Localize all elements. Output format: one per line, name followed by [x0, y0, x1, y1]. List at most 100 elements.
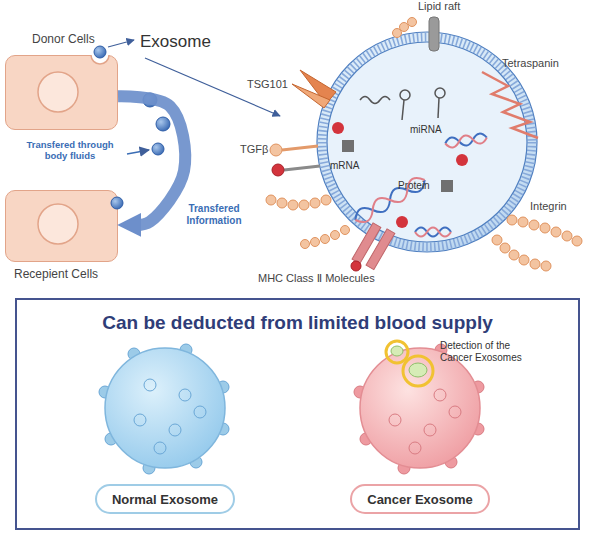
- integrin-bead: [540, 223, 550, 233]
- integrin-bead: [492, 235, 502, 245]
- exosome-membrane: [317, 32, 537, 252]
- surface-bump: [360, 433, 372, 445]
- bead: [266, 195, 276, 205]
- surface-pit: [194, 406, 206, 418]
- small-exosome: [156, 117, 170, 131]
- small-exosome: [152, 143, 164, 155]
- protein-square: [342, 140, 354, 152]
- bead: [321, 235, 330, 244]
- bead: [310, 198, 320, 208]
- detection-ring: [386, 341, 408, 363]
- normal-exosome-symbol: [105, 348, 225, 468]
- mrna-helix: [352, 174, 428, 226]
- surface-bump: [472, 423, 484, 435]
- budding-notch: [91, 55, 109, 64]
- part-label: MHC Class Ⅱ Molecules: [258, 272, 375, 285]
- pill-text: Cancer Exosome: [367, 492, 473, 507]
- detection-ring: [403, 356, 433, 386]
- integrin-bead: [518, 217, 528, 227]
- cell-nucleus: [38, 72, 78, 112]
- bead: [341, 226, 350, 235]
- integrin-bead: [541, 261, 551, 271]
- integrin-bead: [500, 243, 510, 253]
- exosome-lumen: [327, 42, 527, 242]
- helix-strand: [445, 133, 488, 149]
- surface-bump: [128, 348, 140, 360]
- surface-pit: [449, 406, 461, 418]
- tsg101-symbol: [292, 84, 330, 108]
- small-exosome: [111, 197, 123, 209]
- helix-strand: [445, 133, 488, 149]
- surface-bump: [143, 462, 155, 474]
- surface-bump: [472, 381, 484, 393]
- surface-pit: [424, 424, 436, 436]
- surface-bump: [99, 386, 111, 398]
- bead: [277, 198, 287, 208]
- flow-arrow: [118, 96, 185, 225]
- cargo-dot: [456, 154, 468, 166]
- bead: [408, 18, 417, 27]
- tgf-symbol: [272, 164, 284, 176]
- part-label: miRNA: [410, 124, 442, 136]
- lipid-bilayer: [322, 37, 532, 247]
- cell-label: Recepient Cells: [14, 267, 98, 281]
- part-label: TSG101: [247, 78, 288, 91]
- mirna-loop: [435, 88, 445, 98]
- helix-strand: [352, 174, 428, 226]
- edge-label: Transfered Information: [178, 203, 250, 226]
- panel-title: Can be deducted from limited blood suppl…: [17, 312, 578, 334]
- cell-box: Recepient Cells: [5, 190, 118, 262]
- bead: [321, 195, 331, 205]
- helix-strand: [352, 174, 428, 226]
- integrin-bead: [519, 255, 529, 265]
- surface-bump: [445, 456, 457, 468]
- tsg101-symbol: [300, 70, 336, 104]
- part-label: Exosome: [140, 32, 211, 52]
- surface-pit: [144, 379, 156, 391]
- pill-label: Cancer Exosome: [350, 484, 490, 514]
- membrane-gap: [91, 54, 109, 57]
- integrin-bead: [572, 236, 582, 246]
- bead: [301, 240, 310, 249]
- cargo-dot: [396, 216, 408, 228]
- flow-note: Transfered through body fluids: [14, 140, 126, 162]
- part-label: TGFβ: [240, 143, 268, 156]
- tgf-symbol: [270, 144, 282, 156]
- pointer-arrow: [127, 150, 149, 154]
- cargo-dot: [332, 122, 344, 134]
- part-label: Tetraspanin: [502, 57, 559, 70]
- cancer-marker: [409, 363, 427, 377]
- mhc-symbol: [352, 223, 381, 264]
- tgf-stalk: [282, 146, 318, 150]
- surface-pit: [169, 424, 181, 436]
- surface-bump: [217, 381, 229, 393]
- pill-text: Normal Exosome: [112, 492, 218, 507]
- pill-label: Normal Exosome: [95, 484, 235, 514]
- mirna-loop: [400, 90, 410, 100]
- cancer-exosome-symbol: [360, 348, 480, 468]
- mirna-stem: [438, 98, 439, 118]
- surface-bump: [190, 456, 202, 468]
- edge-group: [118, 96, 185, 225]
- surface-bump: [180, 344, 192, 356]
- integrin-bead: [562, 231, 572, 241]
- protein-square: [441, 180, 453, 192]
- integrin-bead: [529, 220, 539, 230]
- surface-pit: [134, 414, 146, 426]
- bead: [400, 23, 409, 32]
- bead: [331, 231, 340, 240]
- surface-pit: [409, 442, 421, 454]
- part-label: Integrin: [530, 200, 567, 213]
- cancer-marker: [391, 346, 403, 356]
- pointer-arrow: [145, 58, 280, 116]
- pointer-arrow: [108, 40, 134, 47]
- part-label: mRNA: [330, 160, 359, 172]
- surface-bump: [105, 433, 117, 445]
- small-exosome: [94, 46, 106, 58]
- mrna-helix: [445, 133, 488, 149]
- mirna-stem: [402, 100, 404, 120]
- part-label: Protein: [398, 180, 430, 192]
- bead: [288, 200, 298, 210]
- cell-label: Donor Cells: [32, 32, 95, 46]
